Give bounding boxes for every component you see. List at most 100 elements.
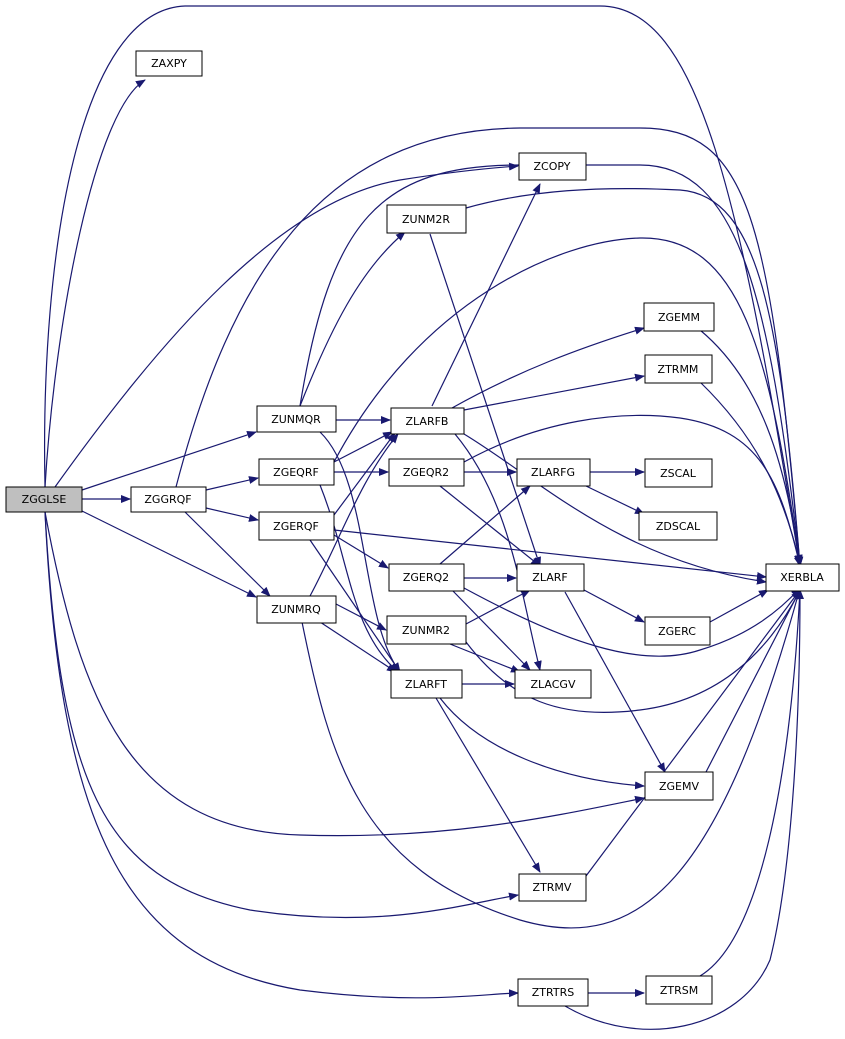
edge-zunmrq-zlarfb — [309, 433, 399, 597]
edge-zunmqr-zlarft — [319, 431, 401, 673]
edge-zunmqr-zunm2r — [299, 231, 406, 407]
node-label: ZUNMQR — [271, 413, 321, 426]
edge-zgeqr2-zlarf — [439, 485, 541, 567]
node-zdscal[interactable]: ZDSCAL — [638, 511, 718, 541]
edge-zlarfb-ztrmm — [463, 373, 645, 411]
node-label: ZGERQF — [273, 520, 319, 533]
node-label: ZGEQR2 — [403, 466, 449, 479]
edge-ztrmm-xerbla — [699, 381, 802, 565]
node-zcopy[interactable]: ZCOPY — [518, 152, 587, 181]
edge-ztrmv-xerbla — [585, 589, 801, 877]
node-zgerc[interactable]: ZGERC — [644, 616, 711, 646]
edge-zgglse-ztrtrs — [44, 511, 519, 999]
node-label: ZLARFG — [531, 466, 575, 479]
edge-zgerqf-zlarft — [309, 539, 401, 673]
edge-zlarf-zgerc — [583, 589, 645, 623]
node-label: ZGERQ2 — [403, 571, 449, 584]
node-xerbla[interactable]: XERBLA — [765, 563, 840, 592]
edge-ztrtrs-xerbla — [564, 589, 804, 1030]
edge-zgeqrf-xerbla — [333, 237, 803, 567]
node-label: ZGEMV — [659, 780, 700, 793]
node-ztrtrs[interactable]: ZTRTRS — [517, 978, 589, 1007]
node-label: ZDSCAL — [656, 520, 701, 533]
node-zlarft[interactable]: ZLARFT — [390, 669, 463, 699]
edge-zgemm-xerbla — [699, 329, 803, 565]
node-ztrmm[interactable]: ZTRMM — [644, 354, 713, 384]
node-zlarf[interactable]: ZLARF — [516, 563, 585, 592]
node-label: ZUNMRQ — [271, 603, 321, 616]
edge-zgemv-xerbla — [705, 589, 801, 773]
node-zunmqr[interactable]: ZUNMQR — [256, 405, 337, 433]
node-zunm2r[interactable]: ZUNM2R — [386, 204, 467, 234]
edge-zgerq2-xerbla — [463, 587, 801, 657]
node-zgeqrf[interactable]: ZGEQRF — [258, 458, 335, 486]
node-zlacgv[interactable]: ZLACGV — [514, 669, 592, 699]
edge-zgerq2-zlacgv — [451, 589, 531, 671]
edge-zgglse-zgemv — [44, 511, 645, 837]
node-zgeqr2[interactable]: ZGEQR2 — [388, 458, 465, 487]
node-label: ZGGLSE — [22, 493, 67, 506]
edge-zunmrq-zunmr2 — [335, 603, 387, 631]
node-ztrsm[interactable]: ZTRSM — [645, 975, 713, 1005]
edge-layer — [44, 5, 804, 1030]
node-label: ZLARFT — [405, 678, 447, 691]
node-label: ZTRTRS — [532, 986, 574, 999]
node-zlarfb[interactable]: ZLARFB — [390, 407, 465, 435]
node-label: ZGEMM — [658, 311, 700, 324]
node-label: ZUNM2R — [402, 213, 450, 226]
node-zgglse[interactable]: ZGGLSE — [5, 486, 83, 513]
edge-zgerq2-zlarfg — [439, 485, 531, 565]
edge-zunmrq-zlarft — [319, 621, 397, 673]
node-zgerqf[interactable]: ZGERQF — [258, 511, 335, 541]
edge-zggrqf-zgerqf — [205, 507, 259, 522]
node-zgemm[interactable]: ZGEMM — [643, 302, 715, 332]
node-zaxpy[interactable]: ZAXPY — [135, 50, 203, 77]
node-label: ZLACGV — [531, 678, 576, 691]
node-label: ZGGRQF — [144, 493, 191, 506]
edge-zlarf-zgemv — [564, 591, 666, 773]
edge-zgglse-zaxpy — [44, 79, 146, 488]
node-label: XERBLA — [780, 571, 824, 584]
edge-zgglse-ztrmv — [44, 511, 519, 919]
node-label: ZTRMV — [533, 881, 572, 894]
node-label: ZSCAL — [660, 467, 697, 480]
edge-zlarft-ztrmv — [435, 697, 541, 873]
edge-zlarfg-zdscal — [585, 485, 645, 515]
node-label: ZGEQRF — [273, 466, 319, 479]
edge-zgglse-zunmrq — [81, 510, 257, 598]
edge-zgglse-zcopy — [54, 162, 519, 488]
node-label: ZLARF — [532, 571, 567, 584]
edge-zlarfb-zlacgv — [454, 433, 542, 671]
node-ztrmv[interactable]: ZTRMV — [518, 873, 587, 902]
node-zgemv[interactable]: ZGEMV — [644, 771, 714, 801]
node-zlarfg[interactable]: ZLARFG — [516, 458, 591, 487]
edge-zgeqrf-zlarfb — [333, 431, 393, 463]
edge-zgeqr2-xerbla — [463, 414, 802, 567]
edge-zunmr2-zlarf — [465, 589, 531, 625]
edge-zgerqf-zlarfb — [333, 432, 396, 516]
node-zggrqf[interactable]: ZGGRQF — [130, 486, 207, 513]
edge-zunmr2-zlacgv — [449, 643, 521, 673]
edge-zunm2r-xerbla — [465, 188, 804, 567]
edge-ztrsm-xerbla — [699, 589, 804, 977]
edge-zlarfb-xerbla — [463, 433, 767, 585]
edge-zgglse-zunmqr — [81, 431, 257, 491]
edge-zgglse-xerbla-top — [44, 5, 803, 567]
node-label: ZAXPY — [151, 57, 187, 70]
node-label: ZLARFB — [406, 415, 449, 428]
node-label: ZTRSM — [660, 984, 698, 997]
edge-zunmrq-xerbla — [301, 587, 802, 929]
edge-zlarfb-zcopy — [431, 183, 541, 407]
node-zgerq2[interactable]: ZGERQ2 — [388, 563, 465, 592]
edge-zggrqf-zunmrq — [184, 511, 271, 597]
edge-zlarft-zgemv — [439, 697, 645, 790]
edge-zggrqf-xerbla — [175, 127, 804, 567]
edge-zunm2r-zlarf — [429, 233, 541, 567]
node-label: ZTRMM — [658, 363, 699, 376]
edge-zgerc-xerbla — [709, 589, 769, 623]
node-zunmrq[interactable]: ZUNMRQ — [256, 595, 337, 624]
node-zunmr2[interactable]: ZUNMR2 — [386, 615, 467, 645]
node-zscal[interactable]: ZSCAL — [644, 458, 713, 488]
edge-zlarfb-zgemm — [451, 326, 645, 409]
